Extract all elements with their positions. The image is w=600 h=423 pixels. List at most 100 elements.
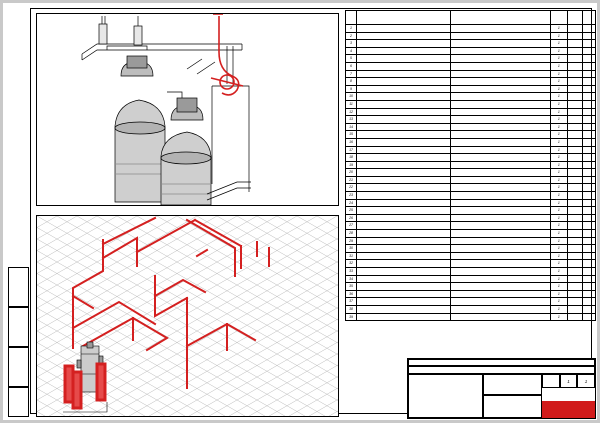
title-block: 1 1 bbox=[407, 358, 596, 419]
spec-cell bbox=[356, 31, 452, 41]
spec-cell bbox=[450, 183, 551, 193]
spec-row: 31 1 bbox=[344, 251, 597, 261]
spec-header-cell bbox=[450, 10, 551, 25]
spec-cell: 4 bbox=[344, 46, 358, 56]
spec-cell bbox=[566, 259, 583, 268]
spec-cell bbox=[356, 107, 452, 117]
spec-cell: 10 bbox=[344, 92, 358, 101]
spec-cell bbox=[356, 191, 452, 200]
spec-cell bbox=[450, 206, 551, 215]
spec-cell: 31 bbox=[344, 251, 358, 261]
spec-cell bbox=[356, 168, 452, 177]
spec-cell bbox=[566, 229, 583, 238]
spec-header-cell bbox=[566, 10, 583, 25]
spec-cell: 3 bbox=[344, 39, 358, 48]
spec-cell bbox=[581, 251, 597, 261]
spec-cell: 6 bbox=[344, 61, 358, 71]
spec-cell bbox=[356, 267, 452, 276]
spec-cell bbox=[356, 153, 452, 162]
side-stamp-4 bbox=[8, 387, 29, 417]
spec-cell: 1 bbox=[344, 24, 358, 33]
spec-row: 39 1 bbox=[344, 312, 597, 322]
spec-cell bbox=[566, 160, 583, 170]
spec-cell bbox=[581, 312, 597, 322]
spec-cell: 8 bbox=[344, 77, 358, 86]
spec-cell bbox=[566, 213, 583, 223]
spec-cell bbox=[566, 99, 583, 109]
title-block-stage bbox=[542, 374, 560, 388]
spec-cell: 1 bbox=[549, 168, 568, 177]
spec-cell: 34 bbox=[344, 274, 358, 284]
spec-cell bbox=[581, 69, 597, 79]
spec-cell: 1 bbox=[549, 107, 568, 117]
spec-cell: 1 bbox=[549, 39, 568, 48]
spec-cell bbox=[581, 168, 597, 177]
spec-cell: 39 bbox=[344, 312, 358, 322]
spec-cell bbox=[566, 175, 583, 185]
spec-cell bbox=[356, 213, 452, 223]
spec-cell: 1 bbox=[549, 69, 568, 79]
spec-cell: 1 bbox=[549, 267, 568, 276]
spec-cell bbox=[450, 191, 551, 200]
spec-cell bbox=[566, 244, 583, 253]
spec-cell bbox=[356, 198, 452, 208]
spec-cell: 28 bbox=[344, 229, 358, 238]
spec-cell bbox=[356, 274, 452, 284]
spec-cell bbox=[581, 198, 597, 208]
spec-cell bbox=[356, 251, 452, 261]
spec-cell: 29 bbox=[344, 236, 358, 246]
spec-cell: 26 bbox=[344, 213, 358, 223]
spec-cell: 1 bbox=[549, 206, 568, 215]
spec-cell bbox=[450, 99, 551, 109]
spec-cell bbox=[581, 213, 597, 223]
spec-cell bbox=[450, 39, 551, 48]
spec-cell bbox=[581, 145, 597, 155]
spec-cell: 33 bbox=[344, 267, 358, 276]
spec-cell bbox=[450, 282, 551, 291]
spec-cell bbox=[581, 115, 597, 124]
spec-cell: 14 bbox=[344, 122, 358, 132]
spec-cell: 1 bbox=[549, 312, 568, 322]
spec-cell: 1 bbox=[549, 251, 568, 261]
spec-cell bbox=[566, 312, 583, 322]
brand-logo bbox=[542, 401, 595, 418]
spec-cell bbox=[450, 289, 551, 299]
spec-cell bbox=[356, 39, 452, 48]
spec-cell bbox=[450, 137, 551, 147]
spec-cell: 1 bbox=[549, 54, 568, 63]
title-block-description bbox=[483, 374, 542, 395]
spec-cell bbox=[566, 297, 583, 306]
spec-cell bbox=[356, 122, 452, 132]
piping-illustration bbox=[37, 216, 338, 416]
spec-header-cell bbox=[356, 10, 452, 25]
spec-cell bbox=[581, 175, 597, 185]
spec-cell bbox=[450, 92, 551, 101]
spec-cell bbox=[566, 145, 583, 155]
spec-cell bbox=[566, 61, 583, 71]
spec-cell: 1 bbox=[549, 183, 568, 193]
spec-cell: 1 bbox=[549, 289, 568, 299]
spec-cell bbox=[581, 289, 597, 299]
spec-cell bbox=[450, 84, 551, 94]
spec-cell bbox=[566, 84, 583, 94]
spec-cell: 1 bbox=[549, 84, 568, 94]
spec-cell bbox=[581, 99, 597, 109]
spec-cell bbox=[356, 297, 452, 306]
spec-cell bbox=[566, 130, 583, 139]
spec-cell: 12 bbox=[344, 107, 358, 117]
